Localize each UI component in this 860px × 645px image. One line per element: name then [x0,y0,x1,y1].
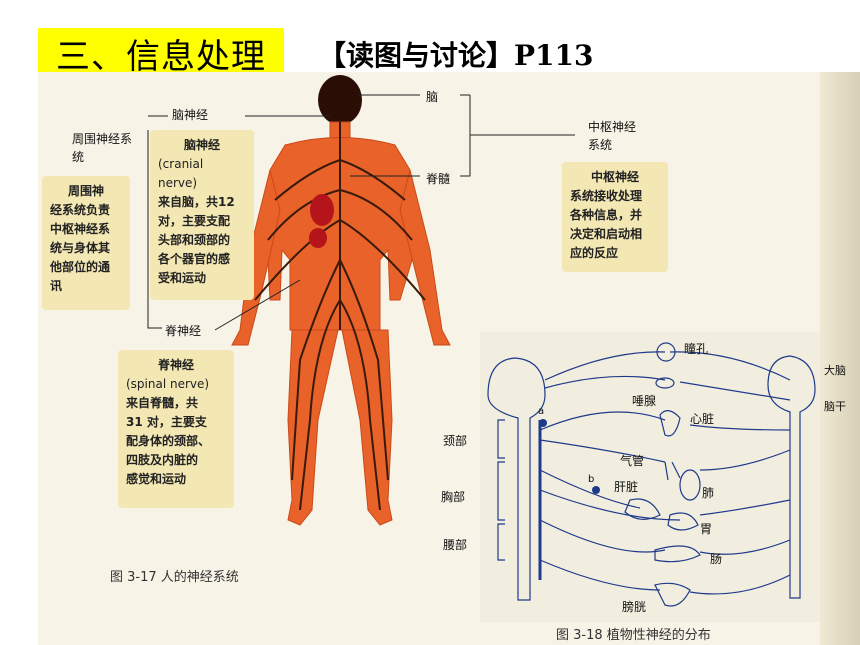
card-spinal-english: (spinal nerve) [126,377,210,391]
card-line: 感觉和运动 [126,472,187,486]
card-line: 来自脊髓，共 [126,396,199,410]
card-line: 决定和启动相 [570,227,643,241]
card-line: 四肢及内脏的 [126,453,199,467]
organ-trachea: 气管 [620,454,645,468]
label-lines [147,94,575,331]
right-brain-spine [767,355,816,599]
card-cranial-title: 脑神经 [183,138,220,152]
card-line: 经系统负责 [50,203,111,217]
label-peripheral-nervous-system: 周围神经系统 [72,132,133,164]
region-chest: 胸部 [441,490,466,504]
organ-bladder: 膀胱 [622,600,647,614]
card-line: 讯 [50,279,63,293]
card-peripheral-title: 周围神 [67,184,104,198]
card-cranial-nerve: 脑神经 (cranial nerve) 来自脑，共12 对，主要支配 头部和颈部… [150,130,254,300]
label-cerebrum: 大脑 [824,364,846,377]
bracket-neck [497,419,505,459]
label-brain-nerve: 脑神经 [172,108,209,122]
card-spinal-nerve: 脊神经 (spinal nerve) 来自脊髓，共 31 对，主要支 配身体的颈… [118,350,234,508]
slide-subtitle: 【读图与讨论】P113 [318,39,594,72]
point-a: a [538,406,545,417]
region-neck: 颈部 [443,434,468,448]
organ-heart: 心脏 [690,412,715,426]
card-line: 统与身体其 [50,241,111,255]
card-line: 各个器官的感 [158,252,231,266]
nerve-network [254,120,426,511]
card-line: 31 对，主要支 [126,415,207,429]
organ-intestine: 肠 [710,552,723,566]
bracket-waist [497,523,505,561]
card-cranial-english: (cranial nerve) [158,157,204,190]
internal-organs [309,194,334,248]
autonomic-diagram-panel [480,332,820,622]
organ-salivary: 唾腺 [632,394,657,408]
bracket-chest [497,461,505,521]
card-line: 各种信息，并 [570,208,643,222]
card-line: 头部和颈部的 [158,233,231,247]
card-cns-title: 中枢神经 [590,170,639,184]
card-line: 配身体的颈部、 [126,434,211,448]
card-spinal-title: 脊神经 [157,358,194,372]
left-brain-spine [487,357,546,601]
label-brain: 脑 [426,90,439,104]
card-peripheral: 周围神 经系统负责 中枢神经系 统与身体其 他部位的通 讯 [42,176,130,310]
slide-title: 三、信息处理 [56,36,266,77]
region-waist: 腰部 [443,538,468,552]
title-highlight: 三、信息处理 [38,28,284,78]
card-line: 他部位的通 [50,260,111,274]
figure-3-18-caption: 图 3-18 植物性神经的分布 [556,628,711,643]
card-line: 来自脑，共12 [158,195,235,209]
card-line: 受和运动 [158,271,207,285]
label-spinal-cord: 脊髓 [426,172,451,186]
organs-outline [624,342,701,607]
card-line: 对，主要支配 [158,214,231,228]
organ-pupil: 瞳孔 [684,342,709,356]
card-line: 应的反应 [570,246,619,260]
card-cns: 中枢神经 系统接收处理 各种信息，并 决定和启动相 应的反应 [562,162,668,272]
label-central-nervous-system: 中枢神经系统 [588,120,637,152]
organ-stomach: 胃 [700,522,713,536]
organ-liver: 肝脏 [614,480,639,494]
point-b: b [588,474,595,485]
label-spinal-nerve: 脊神经 [165,324,202,338]
card-line: 系统接收处理 [570,189,643,203]
label-brainstem: 脑干 [824,400,846,413]
organ-lung: 肺 [702,486,715,500]
figure-3-17-caption: 图 3-17 人的神经系统 [110,570,239,585]
card-line: 中枢神经系 [50,222,111,236]
page-edge [820,72,860,645]
